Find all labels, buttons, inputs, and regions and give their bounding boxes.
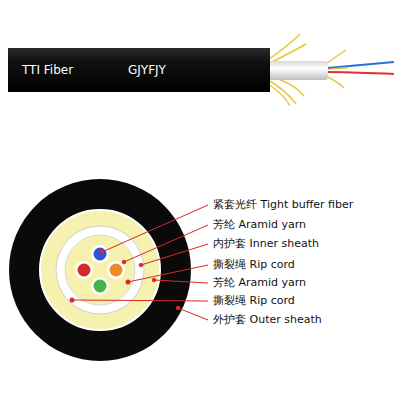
model-text: GJYFJY	[128, 64, 166, 76]
inner-sheath-tube	[266, 61, 328, 80]
part-label: 芳纶 Aramid yarn	[213, 219, 306, 230]
cross-section	[9, 179, 191, 361]
part-label: 外护套 Outer sheath	[213, 314, 322, 325]
part-label: 紧套光纤 Tight buffer fiber	[213, 199, 353, 210]
brand-text: TTI Fiber	[22, 64, 73, 76]
part-label: 撕裂绳 Rip cord	[213, 259, 295, 270]
part-label: 芳纶 Aramid yarn	[213, 277, 306, 288]
outer-jacket	[8, 48, 270, 92]
part-label: 内护套 Inner sheath	[213, 238, 319, 249]
leader-lines	[72, 205, 208, 320]
part-label: 撕裂绳 Rip cord	[213, 295, 295, 306]
